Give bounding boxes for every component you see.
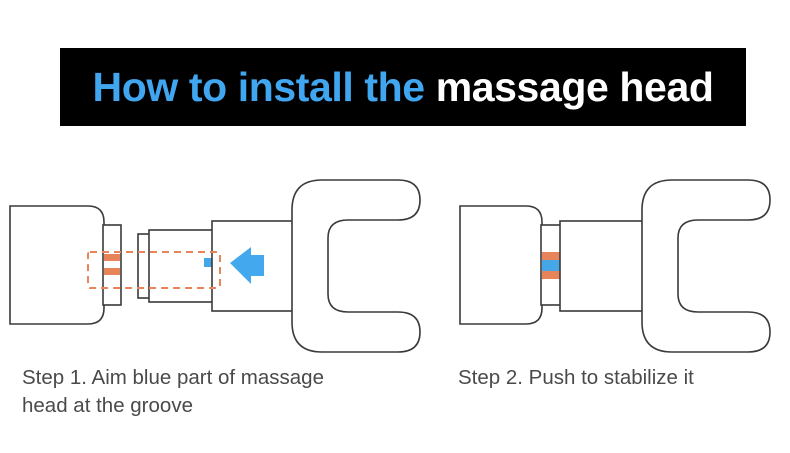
collar-groove-step1 <box>102 224 122 306</box>
push-arrow-icon <box>230 247 264 284</box>
fork-head-step2 <box>641 179 771 353</box>
groove-mark-lower-step1 <box>104 268 120 275</box>
title-banner: How to install the massage head <box>60 48 746 126</box>
groove-mark-upper-step1 <box>104 254 120 261</box>
groove-mark-upper-step2 <box>542 252 560 260</box>
device-body-step1 <box>9 205 105 325</box>
step-2-caption: Step 2. Push to stabilize it <box>458 366 694 389</box>
step-1-diagram <box>9 179 421 353</box>
groove-mark-lower-step2 <box>542 271 560 279</box>
blue-part-seated-step2 <box>542 260 560 271</box>
fork-head-step1 <box>291 179 421 353</box>
massage-head-shaft-step2 <box>559 220 656 312</box>
step-2-diagram <box>459 179 771 353</box>
page-title-plain: massage head <box>424 63 714 110</box>
page-title: How to install the massage head <box>92 63 714 110</box>
page-title-highlight: How to install the <box>92 63 426 110</box>
alignment-box-step1 <box>87 251 221 289</box>
massage-head-shaft-step1 <box>148 229 214 303</box>
device-body-step2 <box>459 205 543 325</box>
step-1-caption: Step 1. Aim blue part of massage head at… <box>22 366 324 417</box>
